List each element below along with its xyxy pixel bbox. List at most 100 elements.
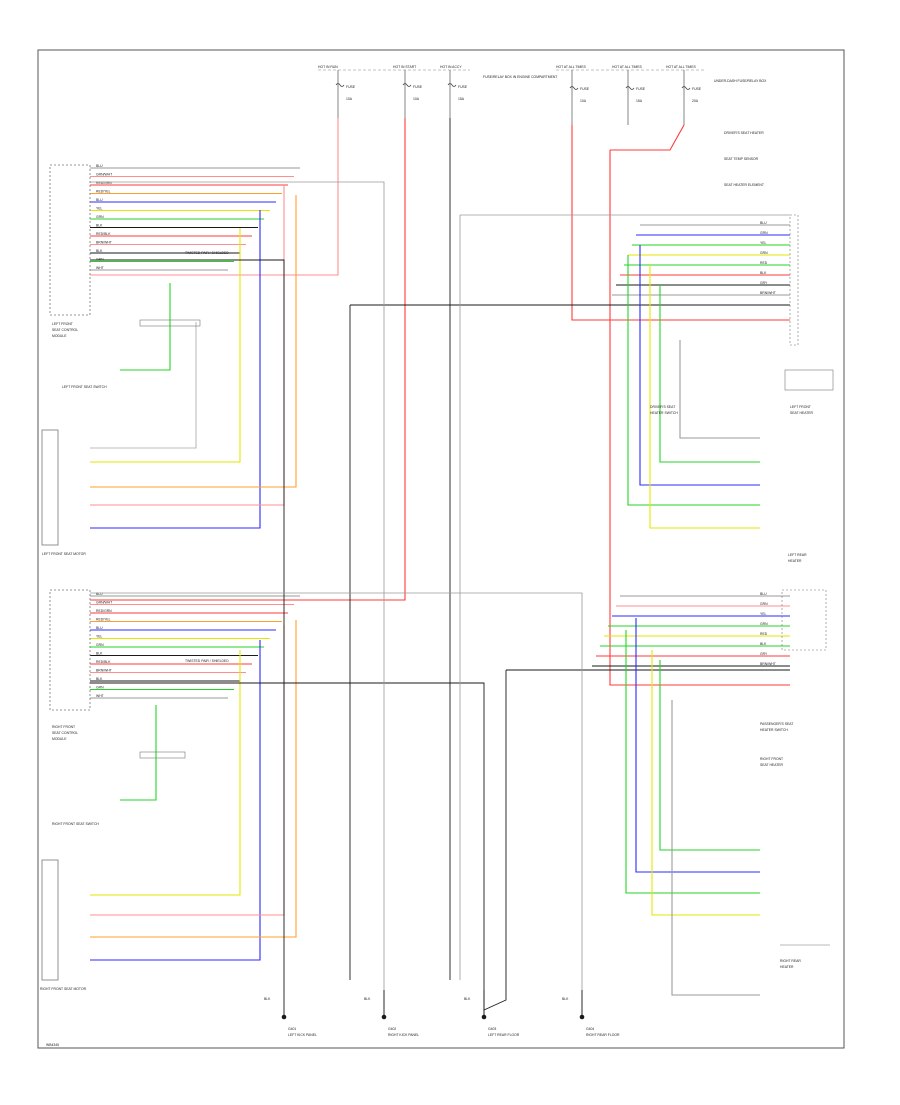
right-upper-green2-drop [659,285,760,463]
right-upper-blue-drop [639,245,760,486]
fuse-2-label: HOT IN START [393,65,416,69]
right-lower-label-6: BLK [760,642,767,646]
upper-harness-label-6: YEL [96,207,103,211]
right-front-seat-module: RIGHT FRONT SEAT CONTROL MODULE RIGHT FR… [40,589,229,991]
fuse-5-symbol [625,86,635,90]
upper-harness-label-11: BLK [96,249,103,253]
upper-harness-label-3: RED/GRN [96,181,112,185]
right-lower-label-2: GRN [760,602,768,606]
fuse-1-symbol [335,83,345,87]
lower-harness-label-9: RED/BLK [96,660,111,664]
lower-harness-label-4: RED/YEL [96,618,111,622]
right-upper-green-drop [627,255,760,506]
right-upper-label-3: LEFT FRONT [790,405,811,409]
lower-orange-run [90,620,297,938]
right-lower-label-6: HEATER [780,965,794,969]
right-lower-label-3: YEL [760,612,767,616]
fuse-5-label: HOT AT ALL TIMES [612,65,643,69]
fuse-box-left-label: FUSE/RELAY BOX IN ENGINE COMPARTMENT [483,75,557,79]
ground-wire-label: BLK [562,997,569,1001]
lower-yellow-run [90,650,241,896]
right-upper-label-6: BLK [760,271,767,275]
ground-label: G402 [388,1027,396,1031]
fuse-6-fuse: FUSE [692,87,702,91]
ground-symbol-icon [281,1014,287,1020]
right-lower-label-1: BLU [760,592,767,596]
upper-harness-label-9: RED/BLK [96,232,111,236]
gray-cross-upper [90,181,385,1015]
fuse-1-amps: 10A [346,97,353,101]
fuse-6-label: HOT AT ALL TIMES [666,65,697,69]
right-upper-label-1: BLU [760,221,767,225]
ground-symbol-icon [481,1014,487,1020]
right-seat-motor-label: RIGHT FRONT SEAT MOTOR [40,987,87,991]
top-right-label-3: SEAT HEATER ELEMENT [724,183,764,187]
right-upper-label-5: RED [760,261,768,265]
lower-harness-label-12: GRN [96,686,104,690]
top-right-label-2: SEAT TEMP SENSOR [724,157,759,161]
shield-label-1: TWISTED PAIR / SHIELDED [185,251,229,255]
right-seat-switch-label: RIGHT FRONT SEAT SWITCH [52,822,99,826]
right-lower-label-4: GRN [760,622,768,626]
right-lower-yellow-drop [651,650,760,916]
lower-harness-label-11: BLK [96,677,103,681]
wire-layer: BLU GRN/WHT RED/GRN RED/YEL BLU YEL GRN BLK RED/… [90,118,790,1015]
right-module-title-3: MODULE [52,737,67,741]
upper-harness-label-1: BLU [96,164,103,168]
upper-harness-label-10: BRN/WHT [96,241,112,245]
upper-orange-run [90,195,297,488]
ground-desc: LEFT REAR FLOOR [488,1033,520,1037]
right-lower-green2-drop [659,660,760,851]
right-upper-label-8: BRN/WHT [760,291,776,295]
upper-harness-label-12: GRN [96,258,104,262]
upper-green-run [120,283,171,371]
fuse-6-amps: 20A [692,99,699,103]
ground-desc: LEFT KICK PANEL [288,1033,317,1037]
top-right-label-1: DRIVER'S SEAT HEATER [724,131,764,135]
lower-harness-label-1: BLU [96,592,103,596]
lower-harness-label-2: GRN/WHT [96,601,112,605]
fuse-6-symbol [681,86,691,90]
right-upper-yellow-drop [649,265,760,529]
ground-desc: RIGHT REAR FLOOR [586,1033,620,1037]
fuse-5-fuse: FUSE [636,87,646,91]
black-bus-upper [90,259,285,990]
ground-symbol-icon [579,1014,585,1020]
ground-label: G403 [488,1027,496,1031]
ground-desc: RIGHT KICK PANEL [388,1033,419,1037]
fuse-1-label: HOT IN RUN [318,65,338,69]
right-lower-label-4: SEAT HEATER [760,763,784,767]
left-module-title-3: MODULE [52,334,67,338]
right-lower-label-1: PASSENGER'S SEAT [760,722,793,726]
right-lower-blue-drop [635,618,760,873]
black-bus-lower-2-down [483,670,507,1011]
lower-blue-run [90,640,261,961]
fuse-5: HOT AT ALL TIMES FUSE 15A [612,65,646,125]
right-upper-label-3: YEL [760,241,767,245]
black-bus-lower [90,682,485,1015]
fuse-4-amps: 10A [580,99,587,103]
right-upper-label-7: GRY [760,281,768,285]
upper-harness-label-7: GRN [96,215,104,219]
feed-atall-2 [610,124,685,151]
footer-label: WB4345 [46,1043,59,1047]
right-upper-label-2: HEATER SWITCH [650,411,678,415]
feed-start [90,118,406,601]
right-lower-label-7: GRY [760,652,768,656]
right-lower-label-5: RED [760,632,768,636]
gray-cross-lower [90,592,583,1015]
fuse-1-fuse: FUSE [346,85,356,89]
fuse-1: HOT IN RUN FUSE 10A [318,65,356,118]
lower-harness-label-10: BRN/WHT [96,669,112,673]
fuse-5-amps: 15A [636,99,643,103]
fuse-3-symbol [447,83,457,87]
lower-harness-label-5: BLU [96,626,103,630]
right-lower-gray-drop [671,700,760,996]
ground-wire-label: BLK [264,997,271,1001]
right-upper-components: DRIVER'S SEAT HEATER SWITCH LEFT FRONT S… [650,214,834,563]
left-module-title-2: SEAT CONTROL [52,328,78,332]
right-upper-gray-drop [679,340,760,439]
